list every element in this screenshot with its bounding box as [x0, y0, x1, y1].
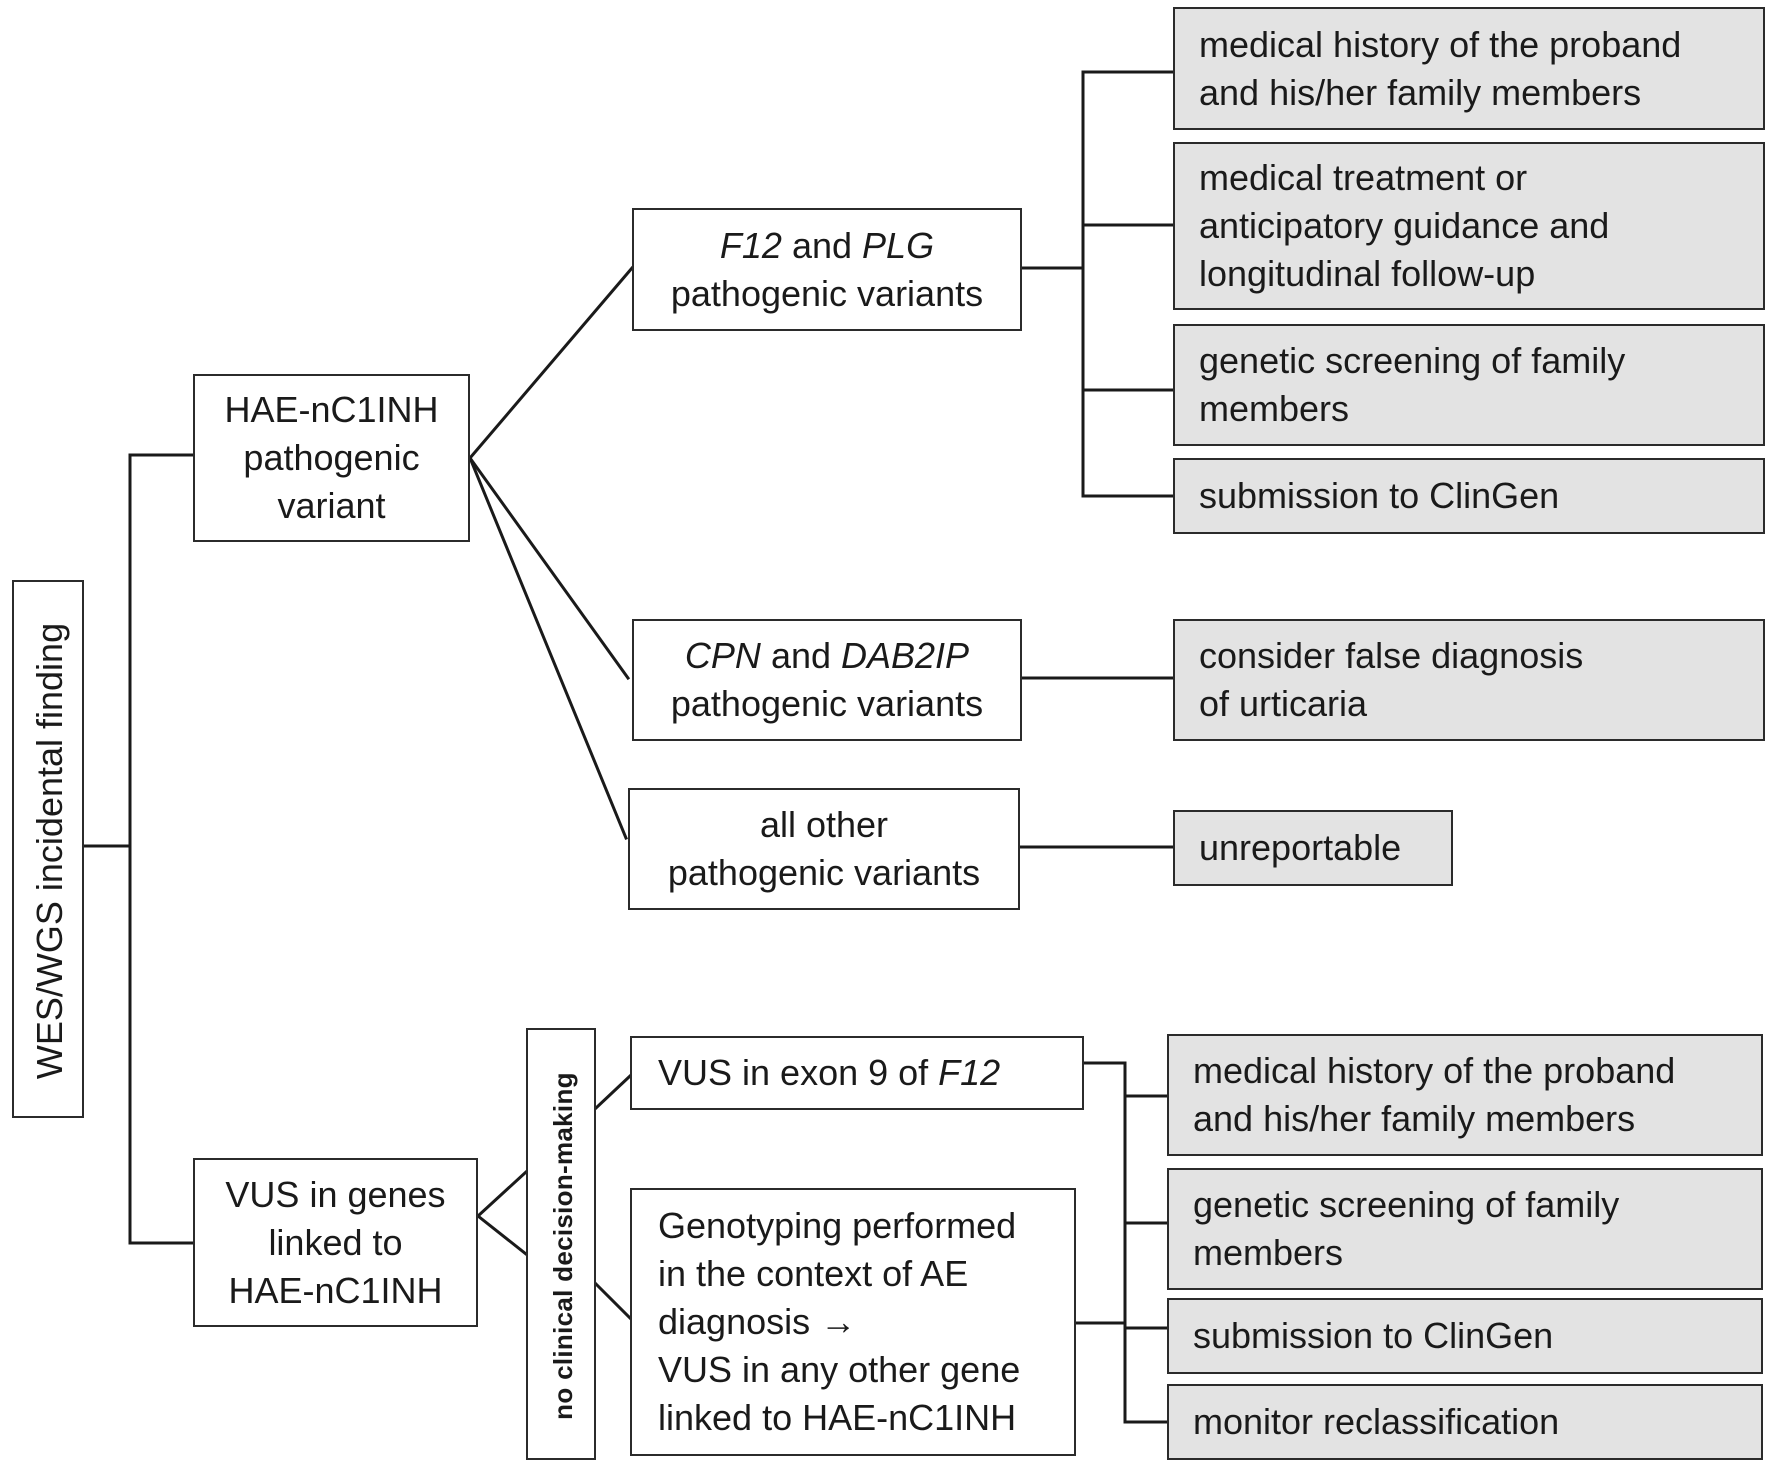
action-unreportable: unreportable	[1173, 810, 1453, 886]
hae-pathogenic-node: HAE-nC1INH pathogenic variant	[193, 374, 470, 542]
vus-genes-line-2: linked to	[268, 1221, 403, 1263]
cpn-dab-line-2: pathogenic variants	[670, 683, 984, 724]
gene-f12: F12	[719, 224, 782, 266]
cpn-dab-line-1: CPN and DAB2IP	[685, 632, 969, 680]
vus-action-3-line-1: submission to ClinGen	[1193, 1315, 1554, 1356]
unreportable-label: unreportable	[1199, 827, 1402, 868]
action-2-line-1: medical treatment or	[1199, 157, 1528, 198]
action-false-diagnosis: consider false diagnosis of urticaria	[1173, 619, 1765, 741]
vus-action-genetic-screening: genetic screening of family members	[1167, 1168, 1763, 1290]
vus-action-1-line-2: and his/her family members	[1193, 1098, 1636, 1139]
connector-hae-f12	[467, 265, 635, 461]
genotyping-line-2: in the context of AE	[658, 1253, 969, 1294]
hae-line-1: HAE-nC1INH	[224, 389, 439, 430]
action-1-line-2: and his/her family members	[1199, 71, 1642, 113]
and-text: and	[781, 224, 863, 266]
connector-hae-cpn	[467, 455, 631, 681]
action-3-line-1: genetic screening of family	[1199, 340, 1626, 381]
action-medical-history: medical history of the proband and his/h…	[1173, 7, 1765, 130]
action-submission-clingen: submission to ClinGen	[1173, 458, 1765, 534]
f12-plg-node: F12 and PLG pathogenic variants	[632, 208, 1022, 331]
cpn-dab-node: CPN and DAB2IP pathogenic variants	[632, 619, 1022, 741]
f12-plg-line-2: pathogenic variants	[670, 272, 984, 314]
gene-f12: F12	[938, 1052, 1001, 1093]
action-2-line-2: anticipatory guidance and	[1199, 205, 1610, 246]
hae-line-2: pathogenic	[243, 437, 420, 478]
vus-genes-line-1: VUS in genes	[225, 1173, 446, 1215]
no-decision-label: no clinical decision-making	[548, 1072, 578, 1420]
root-node: WES/WGS incidental finding	[12, 580, 84, 1118]
root-label: WES/WGS incidental finding	[29, 622, 70, 1080]
action-genetic-screening: genetic screening of family members	[1173, 324, 1765, 446]
connector-hae-other	[468, 456, 628, 840]
genotyping-line-3: diagnosis →	[658, 1301, 857, 1342]
f12-plg-line-1: F12 and PLG	[720, 222, 934, 270]
action-4-line-1: submission to ClinGen	[1199, 475, 1560, 516]
vus-action-medical-history: medical history of the proband and his/h…	[1167, 1034, 1763, 1156]
connector-vus-nodec-bottom	[475, 1213, 529, 1257]
vus-genes-line-3: HAE-nC1INH	[228, 1269, 443, 1311]
action-cpn-line-2: of urticaria	[1199, 683, 1368, 724]
all-other-line-1: all other	[759, 804, 889, 845]
gene-plg: PLG	[862, 224, 935, 266]
gene-cpn: CPN	[684, 635, 761, 676]
connector-nodec-genotyping	[593, 1281, 633, 1321]
all-other-node: all other pathogenic variants	[628, 788, 1020, 910]
vus-action-submission-clingen: submission to ClinGen	[1167, 1298, 1763, 1374]
action-medical-treatment: medical treatment or anticipatory guidan…	[1173, 142, 1765, 310]
genotyping-line-5: linked to HAE-nC1INH	[658, 1397, 1017, 1438]
action-cpn-line-1: consider false diagnosis	[1199, 635, 1584, 676]
and-text: and	[760, 635, 842, 676]
vus-action-2-line-2: members	[1193, 1232, 1344, 1273]
vus-exon-node: VUS in exon 9 of F12	[630, 1036, 1084, 1110]
action-1-line-1: medical history of the proband	[1199, 23, 1682, 65]
vus-action-monitor-reclassification: monitor reclassification	[1167, 1384, 1763, 1460]
vus-exon-label: VUS in exon 9 of F12	[658, 1049, 1072, 1097]
vus-action-1-line-1: medical history of the proband	[1193, 1050, 1676, 1091]
vus-genes-node: VUS in genes linked to HAE-nC1INH	[193, 1158, 478, 1327]
vus-exon-prefix: VUS in exon 9 of	[658, 1052, 939, 1093]
genotyping-node: Genotyping performed in the context of A…	[630, 1188, 1076, 1456]
all-other-line-2: pathogenic variants	[667, 852, 981, 893]
genotyping-line-4: VUS in any other gene	[658, 1349, 1021, 1390]
connector-vus-nodec-top	[475, 1169, 529, 1219]
gene-dab2ip: DAB2IP	[841, 635, 970, 676]
connector-nodec-exon	[593, 1073, 633, 1111]
no-decision-node: no clinical decision-making	[526, 1028, 596, 1460]
vus-action-4-line-1: monitor reclassification	[1193, 1401, 1560, 1442]
vus-action-2-line-1: genetic screening of family	[1193, 1184, 1620, 1225]
hae-line-3: variant	[277, 485, 386, 526]
action-2-line-3: longitudinal follow-up	[1199, 253, 1536, 294]
action-3-line-2: members	[1199, 388, 1350, 429]
genotyping-line-1: Genotyping performed	[658, 1205, 1017, 1246]
